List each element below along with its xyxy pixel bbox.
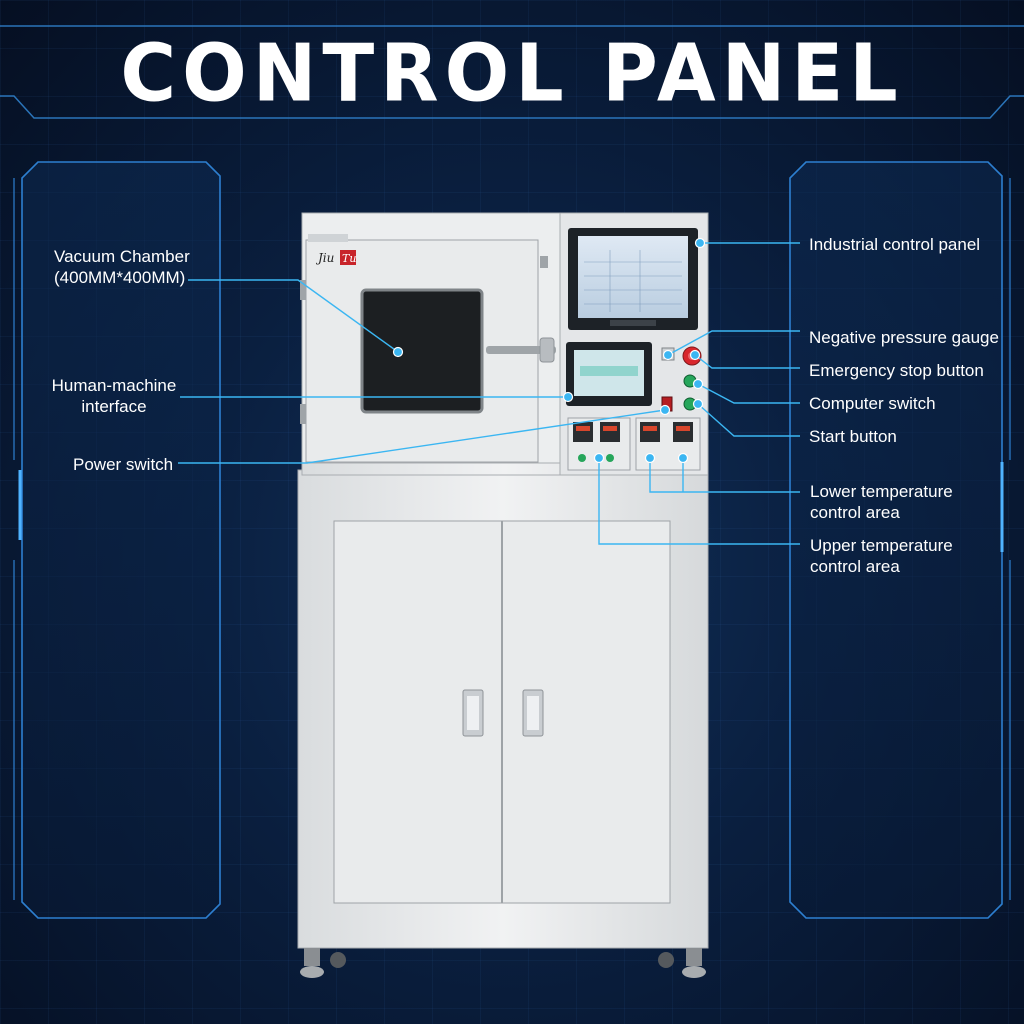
label-hmi: Human-machine interface: [48, 375, 180, 417]
label-hmi-line1: Human-machine: [51, 376, 177, 395]
label-computer-switch: Computer switch: [809, 394, 936, 413]
callout-lines: [178, 242, 800, 545]
callout-dots: [392, 237, 706, 464]
label-lower-temperature-line2: control area: [810, 503, 900, 522]
label-vacuum-chamber: Vacuum Chamber (400MM*400MM): [54, 246, 190, 288]
label-start-button: Start button: [809, 427, 897, 446]
machine-illustration: [297, 212, 709, 978]
svg-text:Tu: Tu: [342, 252, 356, 265]
label-lower-temperature-line1: Lower temperature: [810, 482, 953, 501]
label-vacuum-chamber-line1: Vacuum Chamber: [54, 247, 190, 266]
label-upper-temperature: Upper temperature control area: [810, 535, 953, 577]
label-emergency-stop-button: Emergency stop button: [809, 361, 984, 380]
brand-logo: Jiu Tu: [315, 250, 356, 265]
side-panel-right: [789, 161, 1011, 919]
svg-text:Jiu: Jiu: [315, 251, 334, 265]
label-upper-temperature-line1: Upper temperature: [810, 536, 953, 555]
label-power-switch: Power switch: [73, 455, 174, 474]
label-hmi-line2: interface: [81, 397, 147, 416]
page-title: CONTROL PANEL: [120, 25, 904, 120]
label-negative-pressure-gauge: Negative pressure gauge: [809, 328, 999, 347]
label-lower-temperature: Lower temperature control area: [810, 481, 953, 523]
title-frame: [0, 25, 1024, 119]
label-upper-temperature-line2: control area: [810, 557, 900, 576]
label-industrial-control-panel: Industrial control panel: [809, 235, 981, 254]
side-panel-left: [13, 161, 221, 919]
label-vacuum-chamber-line2: (400MM*400MM): [54, 268, 186, 287]
